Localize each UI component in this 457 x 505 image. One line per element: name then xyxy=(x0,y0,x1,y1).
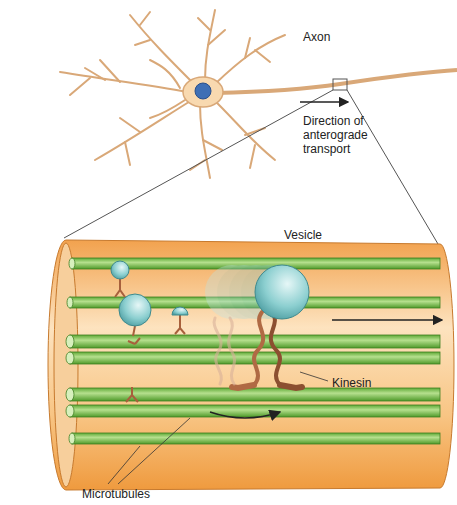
vesicle xyxy=(255,265,309,319)
vesicle xyxy=(119,294,151,326)
leader-line xyxy=(300,372,328,381)
nucleus xyxy=(195,83,211,99)
direction-label: Direction of anterograde transport xyxy=(303,114,383,156)
direction-arrow xyxy=(300,101,348,102)
microtubules xyxy=(66,258,440,444)
microtubules-label: Microtubules xyxy=(82,487,182,501)
step-arrow xyxy=(210,412,280,418)
dendrites xyxy=(60,10,285,178)
leader-line xyxy=(118,418,190,484)
zoom-line xyxy=(64,90,333,238)
transport-arrow xyxy=(332,319,442,320)
vesicle xyxy=(111,261,129,279)
small-kinesins xyxy=(115,278,185,402)
vesicle-label: Vesicle xyxy=(284,228,344,242)
kinesin-label: Kinesin xyxy=(332,376,392,390)
cell-body xyxy=(183,77,223,107)
zoom-box xyxy=(333,79,347,90)
cylinder-end xyxy=(54,243,78,487)
zoom-line xyxy=(347,90,438,244)
vesicle xyxy=(172,307,188,315)
kinesin-motor xyxy=(214,312,302,388)
axon-cylinder xyxy=(48,240,454,490)
axon-label: Axon xyxy=(303,30,363,44)
axon-line xyxy=(215,70,457,93)
